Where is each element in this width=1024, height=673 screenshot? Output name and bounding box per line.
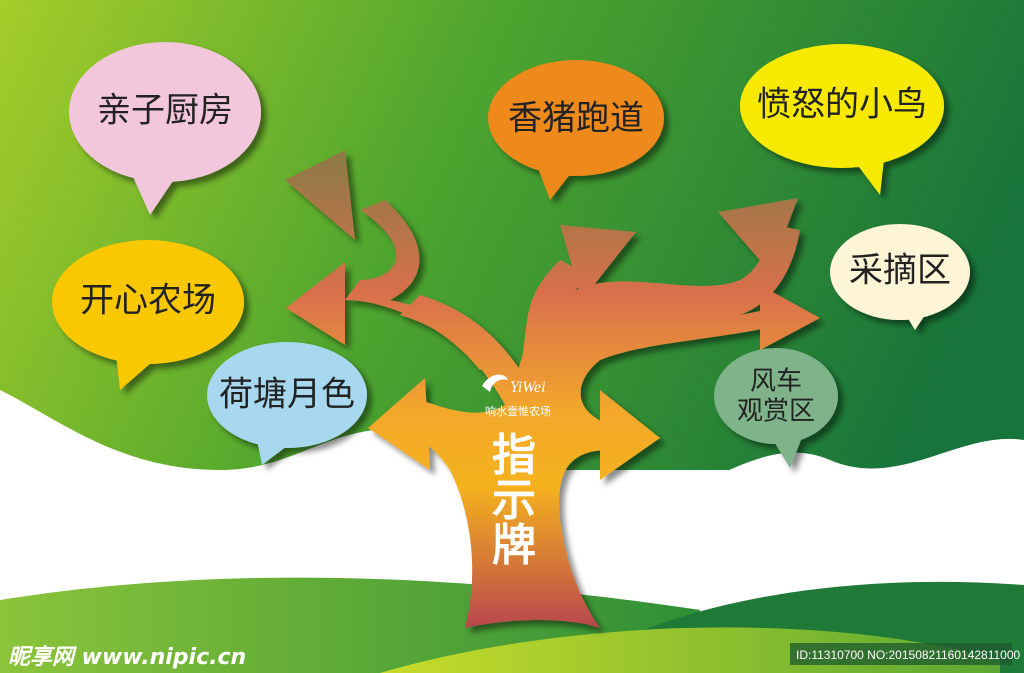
watermark-id: ID:11310700 NO:20150821160142811000	[796, 648, 1021, 662]
bubble-label: 风车	[750, 367, 802, 397]
sign-title: 指 示 牌	[492, 430, 536, 571]
bubble-label: 亲子厨房	[97, 91, 233, 131]
bubble-kitchen[interactable]	[69, 42, 261, 215]
bubble-windmill[interactable]	[714, 348, 838, 468]
logo-brand: YiWei	[510, 379, 546, 396]
sign-char: 示	[492, 475, 536, 526]
bubble-lotus-pond[interactable]	[207, 342, 367, 465]
bubble-angry-birds[interactable]	[740, 44, 944, 195]
bubble-picking-area[interactable]	[830, 224, 970, 330]
bubble-pig-track[interactable]	[488, 60, 664, 200]
logo-name: 响水壹惟农场	[485, 404, 551, 418]
leaf-icon	[482, 374, 508, 392]
white-wave-right	[600, 438, 1024, 520]
logo: YiWei 响水壹惟农场	[482, 374, 551, 418]
bubble-label: 愤怒的小鸟	[757, 85, 927, 125]
bubble-label: 观赏区	[737, 397, 815, 427]
signpost-tree	[285, 150, 820, 628]
bubble-label: 开心农场	[80, 281, 216, 321]
sign-char: 指	[492, 430, 536, 481]
sign-char: 牌	[492, 520, 536, 571]
bubble-label: 采摘区	[849, 251, 951, 291]
bubble-happy-farm[interactable]	[52, 240, 244, 390]
bubble-label: 荷塘月色	[219, 375, 355, 415]
watermark-site: 昵享网 www.nipic.cn	[8, 644, 246, 670]
watermark-id-box	[790, 643, 1012, 665]
bubble-label: 香猪跑道	[508, 99, 644, 139]
